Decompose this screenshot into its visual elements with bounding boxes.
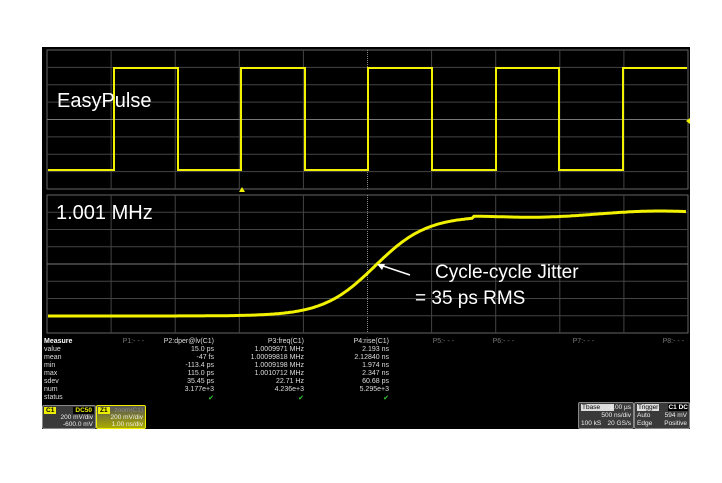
waveform-grids: [46, 49, 690, 334]
status-check-icon: ✔: [208, 395, 214, 402]
annotation-arrow: [379, 264, 411, 276]
measure-value: 1.0009198 MHz: [254, 362, 304, 369]
measure-row: status ✔ ✔ ✔: [44, 394, 684, 402]
row-label: num: [44, 386, 58, 393]
measure-value: 1.974 ns: [362, 362, 389, 369]
row-label: value: [44, 346, 61, 353]
timebase-scale: 500 ns/div: [601, 412, 631, 419]
row-label: max: [44, 370, 58, 377]
channel-offset: -600.0 mV: [63, 421, 93, 428]
row-label: sdev: [44, 378, 59, 385]
row-label: mean: [44, 354, 62, 361]
measure-value: 1.00099818 MHz: [250, 354, 304, 361]
measure-value: 1.0010712 MHz: [254, 370, 304, 377]
measure-value: 3.177e+3: [184, 386, 214, 393]
measure-value: 2.12840 ns: [354, 354, 389, 361]
trigger-descriptor[interactable]: Trigger C1 DC Auto 594 mV Edge Positive: [634, 402, 690, 429]
coupling: DC50: [73, 407, 94, 414]
measure-value: 2.347 ns: [362, 370, 389, 377]
measure-row: num 3.177e+3 4.236e+3 5.295e+3: [44, 386, 684, 394]
trigger-position-marker-icon: [239, 187, 245, 192]
param-header[interactable]: P4:rise(C1): [353, 338, 389, 345]
timebase-samples: 100 kS: [581, 420, 602, 427]
trigger-level-marker-icon: [686, 118, 690, 124]
timebase-rate: 20 GS/s: [607, 420, 631, 427]
timebase-delay: -1.00 µs: [607, 404, 631, 411]
trigger-mode: Auto: [637, 412, 651, 419]
zoom-tag: Z1: [98, 407, 110, 414]
measure-value: 5.295e+3: [359, 386, 389, 393]
measure-value: -113.4 ps: [185, 362, 214, 369]
zoom-scale: 200 mV/div: [110, 414, 143, 421]
trigger-level: 594 mV: [664, 412, 687, 419]
square-wave-trace: [48, 67, 687, 171]
zoom-source: zoom(C1): [114, 407, 143, 414]
timebase-label: Tbase: [581, 404, 615, 411]
param-header[interactable]: P5:- - -: [432, 338, 454, 345]
param-header[interactable]: P8:- - -: [662, 338, 684, 345]
param-header[interactable]: P1:- - -: [122, 338, 144, 345]
bottom-label: 1.001 MHz: [56, 202, 153, 224]
row-label: status: [44, 394, 63, 401]
measure-row: mean -47 fs 1.00099818 MHz 2.12840 ns: [44, 354, 684, 362]
oscilloscope-display: EasyPulse 1.001 MHz Cycle-cycle Jitter =…: [42, 47, 690, 429]
arrow-head-icon: [377, 264, 385, 270]
status-check-icon: ✔: [298, 395, 304, 402]
jitter-annotation-line2: = 35 ps RMS: [415, 288, 526, 309]
measure-row: sdev 35.45 ps 22.71 Hz 60.68 ps: [44, 378, 684, 386]
param-header[interactable]: P7:- - -: [572, 338, 594, 345]
param-header[interactable]: P6:- - -: [492, 338, 514, 345]
measure-value: 15.0 ps: [191, 346, 214, 353]
measure-value: 2.193 ns: [362, 346, 389, 353]
measure-value: -47 fs: [196, 354, 214, 361]
trigger-source: C1 DC: [668, 404, 688, 411]
top-label: EasyPulse: [57, 90, 152, 112]
measure-value: 35.45 ps: [187, 378, 214, 385]
measure-row: value 15.0 ps 1.0009971 MHz 2.193 ns: [44, 346, 684, 354]
row-label: min: [44, 362, 56, 369]
status-check-icon: ✔: [383, 395, 389, 402]
measure-row: max 115.0 ps 1.0010712 MHz 2.347 ns: [44, 370, 684, 378]
timebase-descriptor[interactable]: Tbase -1.00 µs 500 ns/div 100 kS 20 GS/s: [578, 402, 634, 429]
measure-value: 60.68 ps: [362, 378, 389, 385]
measure-value: 1.0009971 MHz: [254, 346, 304, 353]
measure-value: 22.71 Hz: [275, 378, 304, 385]
measure-value: 115.0 ps: [187, 370, 214, 377]
trigger-slope: Positive: [664, 420, 687, 427]
measure-value: 4.236e+3: [274, 386, 304, 393]
trigger-type: Edge: [637, 420, 653, 427]
param-header[interactable]: P2:dper@lv(C1): [163, 338, 214, 345]
zoom-z1-descriptor[interactable]: Z1 zoom(C1) 200 mV/div 1.00 ns/div: [96, 405, 146, 429]
channel-scale: 200 mV/div: [60, 414, 93, 421]
trigger-label: Trigger: [637, 404, 660, 411]
jitter-annotation-line1: Cycle-cycle Jitter: [435, 262, 579, 283]
zoom-timebase: 1.00 ns/div: [111, 421, 143, 428]
channel-c1-descriptor[interactable]: C1 DC50 200 mV/div -600.0 mV: [42, 405, 96, 429]
zoomed-edge-trace: [48, 209, 687, 318]
measure-row: min -113.4 ps 1.0009198 MHz 1.974 ns: [44, 362, 684, 370]
param-header[interactable]: P3:freq(C1): [267, 338, 304, 345]
measure-header: Measure: [44, 338, 73, 345]
channel-tag: C1: [44, 407, 57, 414]
